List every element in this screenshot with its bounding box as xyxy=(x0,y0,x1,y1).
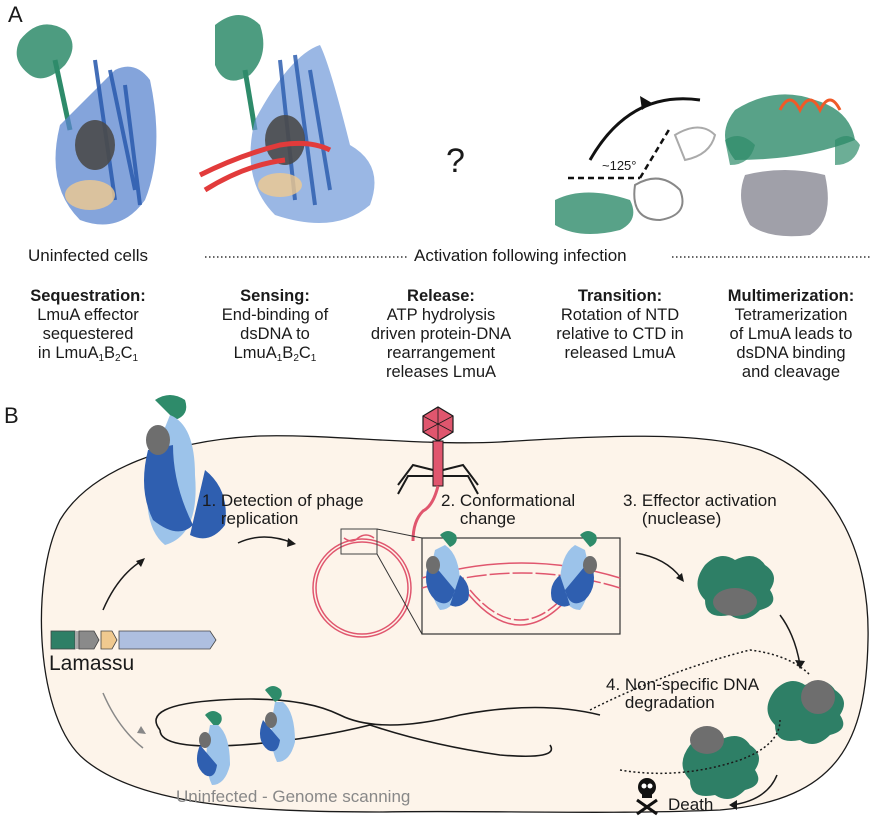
structure-multimer xyxy=(725,94,860,237)
stage-desc: End-binding of dsDNA to LmuA xyxy=(221,306,329,362)
arrow-to-death xyxy=(731,774,778,806)
arrow-to-genome-scanning xyxy=(102,692,144,749)
stage-multimerization: Multimerization: Tetramerization of LmuA… xyxy=(706,287,876,382)
stage-desc: Tetramerization of LmuA leads to dsDNA b… xyxy=(729,306,853,381)
row-label-uninfected: Uninfected cells xyxy=(28,246,149,265)
arrow-effector-activation xyxy=(635,552,682,579)
effector-tetramer-3 xyxy=(682,726,759,799)
stage-desc: LmuA effector sequestered in LmuA xyxy=(37,306,139,362)
rotation-arrow-head xyxy=(640,96,652,110)
stage-transition: Transition: Rotation of NTD relative to … xyxy=(535,287,705,363)
lamassu-complex-1 xyxy=(144,395,226,545)
panel-a-label: A xyxy=(8,2,23,27)
lamassu-complex-genome-1 xyxy=(196,711,230,785)
lamassu-complex-3 xyxy=(551,531,597,610)
row-label-activation: Activation following infection xyxy=(414,246,627,265)
zoom-box-large xyxy=(421,537,621,635)
stage-title: Multimerization: xyxy=(727,287,855,305)
stage-desc: Rotation of NTD relative to CTD in relea… xyxy=(556,306,684,362)
stage-sensing: Sensing: End-binding of dsDNA to LmuA1B2… xyxy=(190,287,360,368)
phage-icon xyxy=(397,406,479,542)
step-3-label: 3. Effector activation (nuclease) xyxy=(623,491,777,528)
stage-release: Release: ATP hydrolysis driven protein-D… xyxy=(356,287,526,382)
structure-transition xyxy=(555,96,717,234)
panel-b-label: B xyxy=(4,403,19,428)
stage-title: Sensing: xyxy=(240,287,310,305)
lamassu-complex-genome-2 xyxy=(259,686,295,762)
arrow-to-degradation xyxy=(779,614,801,666)
step-4-label: 4. Non-specific DNA degradation xyxy=(606,675,760,712)
structure-sequestration xyxy=(16,24,157,225)
step-2-label: 2. Conformational change xyxy=(441,491,576,528)
question-mark: ? xyxy=(446,142,465,180)
phage-dna-circle xyxy=(312,538,412,638)
structure-sensing xyxy=(198,15,375,223)
bacterial-cell xyxy=(40,435,869,813)
operon-label: Lamassu xyxy=(49,652,135,675)
death-label: Death xyxy=(668,795,714,814)
scanning-label: Uninfected - Genome scanning xyxy=(176,787,411,806)
skull-icon xyxy=(636,778,658,816)
stage-title: Transition: xyxy=(577,287,663,305)
stage-title: Sequestration: xyxy=(30,287,146,305)
step-1-label: 1. Detection of phage replication xyxy=(202,491,364,528)
stage-sequestration: Sequestration: LmuA effector sequestered… xyxy=(3,287,173,368)
effector-tetramer-2 xyxy=(767,680,844,744)
zoom-box-small xyxy=(340,528,378,555)
stage-desc: ATP hydrolysis driven protein-DNA rearra… xyxy=(370,306,512,381)
angle-label: ~125° xyxy=(602,158,637,173)
stage-title: Release: xyxy=(407,287,475,305)
lamassu-complex-2 xyxy=(426,531,469,610)
effector-tetramer xyxy=(697,556,774,619)
lamassu-operon xyxy=(50,630,217,650)
